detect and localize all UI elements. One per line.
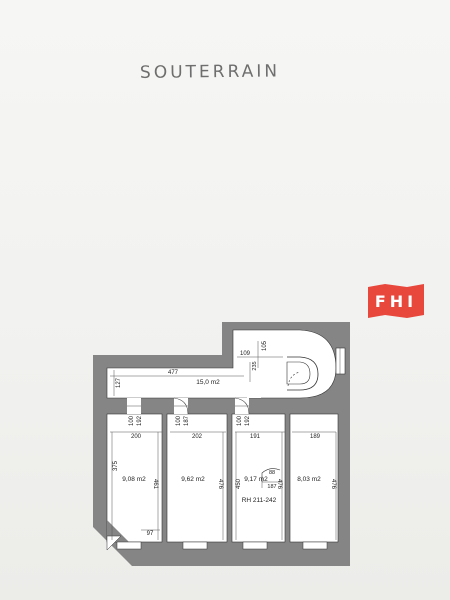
stair-inner — [286, 361, 311, 385]
light-shaft — [106, 535, 122, 551]
stair-swing — [287, 371, 301, 387]
dim-room-3-depth-right: 476 — [276, 479, 282, 490]
room-cellar-2-area: 9,62 m2 — [181, 476, 205, 483]
dim-door-1-height: 192 — [137, 415, 143, 426]
dim-room-3-width: 191 — [250, 434, 261, 440]
dim-door-1-width: 100 — [129, 415, 135, 426]
dim-room-2-depth: 476 — [217, 479, 223, 490]
stair-vent — [335, 347, 346, 375]
dim-window-height: 187 — [267, 484, 276, 490]
door-3-swing — [234, 397, 250, 415]
dim-stair-depth: 105 — [262, 340, 268, 351]
dim-room-1-bottom: 97 — [147, 531, 154, 537]
room-corridor-area: 15,0 m2 — [196, 379, 220, 386]
window-4 — [302, 541, 328, 550]
dim-room-3-depth-left: 450 — [236, 478, 242, 489]
stair-curve — [287, 356, 319, 391]
room-cellar-1-area: 9,08 m2 — [122, 476, 146, 483]
cellar-4-floor — [289, 413, 339, 543]
dim-corridor-height: 127 — [116, 377, 122, 388]
dim-room-2-width: 202 — [192, 434, 203, 440]
dim-door-3-width: 100 — [237, 415, 243, 426]
dim-room-4-depth: 476 — [330, 479, 336, 490]
window-2 — [182, 541, 208, 550]
dimension-lines — [110, 341, 337, 540]
dim-door-3-height: 192 — [245, 415, 251, 426]
dim-door-2-width: 100 — [176, 415, 182, 426]
window-3 — [242, 541, 268, 550]
dim-stair-width: 109 — [240, 351, 251, 357]
door-2-swing — [173, 397, 189, 415]
fhi-logo: FHI — [368, 284, 424, 318]
dim-room-1-depth-right: 461 — [152, 479, 158, 490]
logo-text: FHI — [375, 292, 417, 311]
partition-mark — [261, 468, 281, 482]
ceiling-height-label: RH 211-242 — [242, 497, 277, 504]
dim-landing: 235 — [252, 361, 258, 370]
dim-corridor-length: 477 — [168, 370, 179, 376]
cellar-3-floor — [231, 413, 286, 543]
dim-room-4-width: 189 — [310, 434, 321, 440]
cellar-2-floor — [166, 413, 228, 543]
door-4-opening — [247, 380, 261, 398]
dim-room-1-depth-left: 375 — [113, 460, 119, 471]
dim-window-width: 88 — [269, 470, 275, 476]
dim-door-2-height: 187 — [184, 415, 190, 426]
logo-banner-shape — [368, 284, 424, 318]
room-cellar-4-area: 8,03 m2 — [297, 476, 321, 483]
room-cellar-3-area: 9,17 m2 — [244, 476, 268, 483]
window-1 — [116, 541, 142, 550]
dim-room-1-width: 200 — [131, 434, 142, 440]
